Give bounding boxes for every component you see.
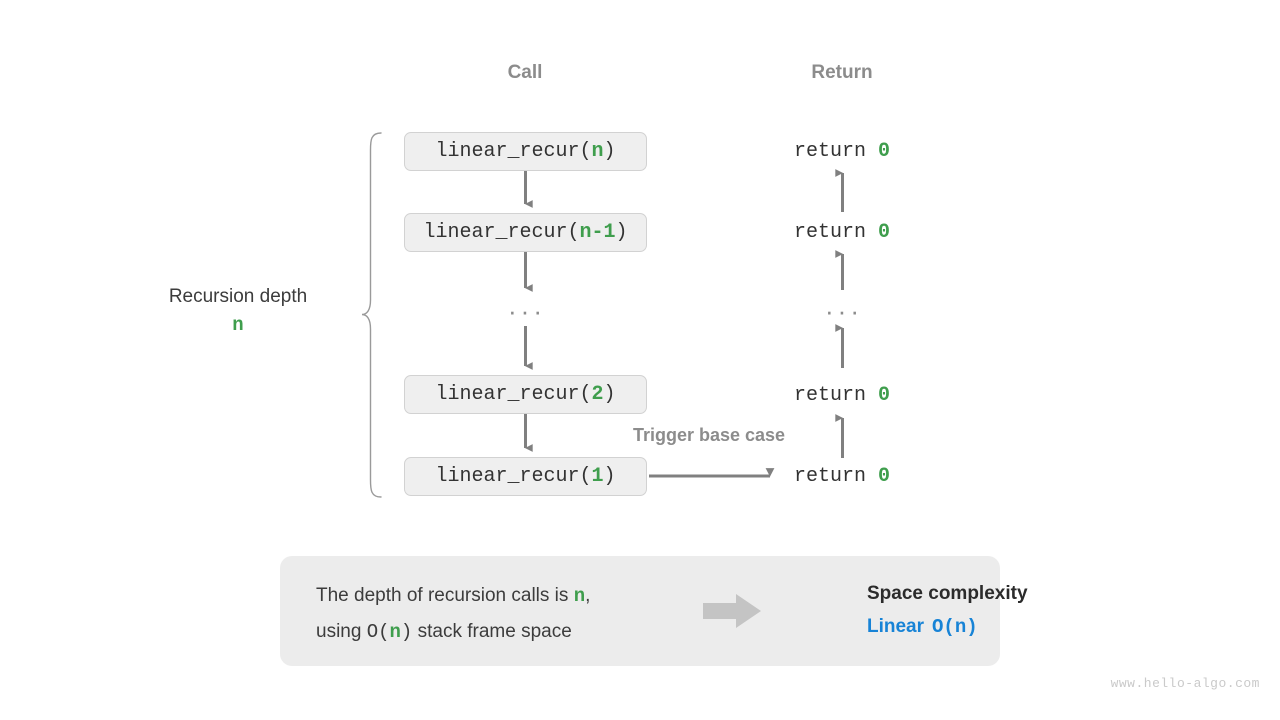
return-statement: return 0 bbox=[794, 221, 890, 244]
call-ellipsis: ··· bbox=[508, 296, 546, 326]
call-frame-argument: n bbox=[591, 140, 604, 163]
summary-panel: The depth of recursion calls is n, using… bbox=[280, 556, 1028, 666]
call-frame-prefix: linear_recur( bbox=[435, 383, 592, 406]
call-frame-prefix: linear_recur( bbox=[423, 221, 580, 244]
return-statement: return 0 bbox=[794, 465, 890, 488]
complexity-result: Space complexity Linear O(n) bbox=[867, 578, 1028, 645]
call-frame-box[interactable]: linear_recur(1) bbox=[404, 457, 647, 496]
return-value: 0 bbox=[878, 221, 891, 244]
summary-line1-variable: n bbox=[573, 585, 586, 607]
call-frame-argument: 1 bbox=[591, 465, 604, 488]
column-header-call: Call bbox=[507, 62, 543, 83]
summary-line2-text-a: using bbox=[316, 621, 367, 642]
call-frame-box[interactable]: linear_recur(2) bbox=[404, 375, 647, 414]
return-statement: return 0 bbox=[794, 384, 890, 407]
return-ellipsis: ··· bbox=[825, 296, 863, 326]
summary-line2-bigo-close: ) bbox=[400, 621, 413, 643]
column-header-return: Return bbox=[811, 62, 873, 83]
summary-line-1: The depth of recursion calls is n, bbox=[316, 585, 591, 607]
call-frame-suffix: ) bbox=[615, 221, 628, 244]
recursion-depth-brace bbox=[361, 132, 382, 498]
recursion-depth-label: Recursion depth bbox=[168, 286, 308, 307]
call-frame-box[interactable]: linear_recur(n-1) bbox=[404, 213, 647, 252]
call-frame-suffix: ) bbox=[603, 465, 616, 488]
return-keyword: return bbox=[793, 221, 878, 244]
return-keyword: return bbox=[793, 465, 878, 488]
return-value: 0 bbox=[878, 465, 891, 488]
summary-line1-text-a: The depth of recursion calls is bbox=[316, 585, 574, 606]
summary-line-2: using O(n) stack frame space bbox=[316, 621, 572, 643]
complexity-big-o: O(n) bbox=[932, 616, 978, 638]
return-keyword: return bbox=[793, 384, 878, 407]
recursion-depth-value: n bbox=[232, 314, 244, 336]
summary-line1-text-b: , bbox=[585, 585, 591, 606]
return-value: 0 bbox=[878, 384, 891, 407]
return-keyword: return bbox=[793, 140, 878, 163]
call-frame-argument: 2 bbox=[591, 383, 604, 406]
return-statement: return 0 bbox=[794, 140, 890, 163]
watermark: www.hello-algo.com bbox=[1110, 676, 1260, 691]
complexity-result-value: Linear O(n) bbox=[867, 610, 978, 645]
call-frame-argument: n-1 bbox=[579, 221, 616, 244]
trigger-base-case-label: Trigger base case bbox=[632, 425, 786, 445]
call-frame-suffix: ) bbox=[603, 383, 616, 406]
summary-line2-variable: n bbox=[389, 621, 401, 643]
complexity-result-title: Space complexity bbox=[867, 583, 1028, 604]
summary-line2-bigo-open: O( bbox=[366, 621, 390, 643]
complexity-word: Linear bbox=[867, 616, 925, 637]
implication-arrow-icon bbox=[703, 594, 761, 628]
summary-line2-text-b: stack frame space bbox=[412, 621, 572, 642]
call-frame-suffix: ) bbox=[603, 140, 616, 163]
call-frame-prefix: linear_recur( bbox=[435, 140, 592, 163]
call-frame-prefix: linear_recur( bbox=[435, 465, 592, 488]
return-value: 0 bbox=[878, 140, 891, 163]
call-frame-box[interactable]: linear_recur(n) bbox=[404, 132, 647, 171]
recursion-depth-annotation: Recursion depth n bbox=[169, 284, 307, 340]
summary-description: The depth of recursion calls is n, using… bbox=[316, 578, 590, 650]
